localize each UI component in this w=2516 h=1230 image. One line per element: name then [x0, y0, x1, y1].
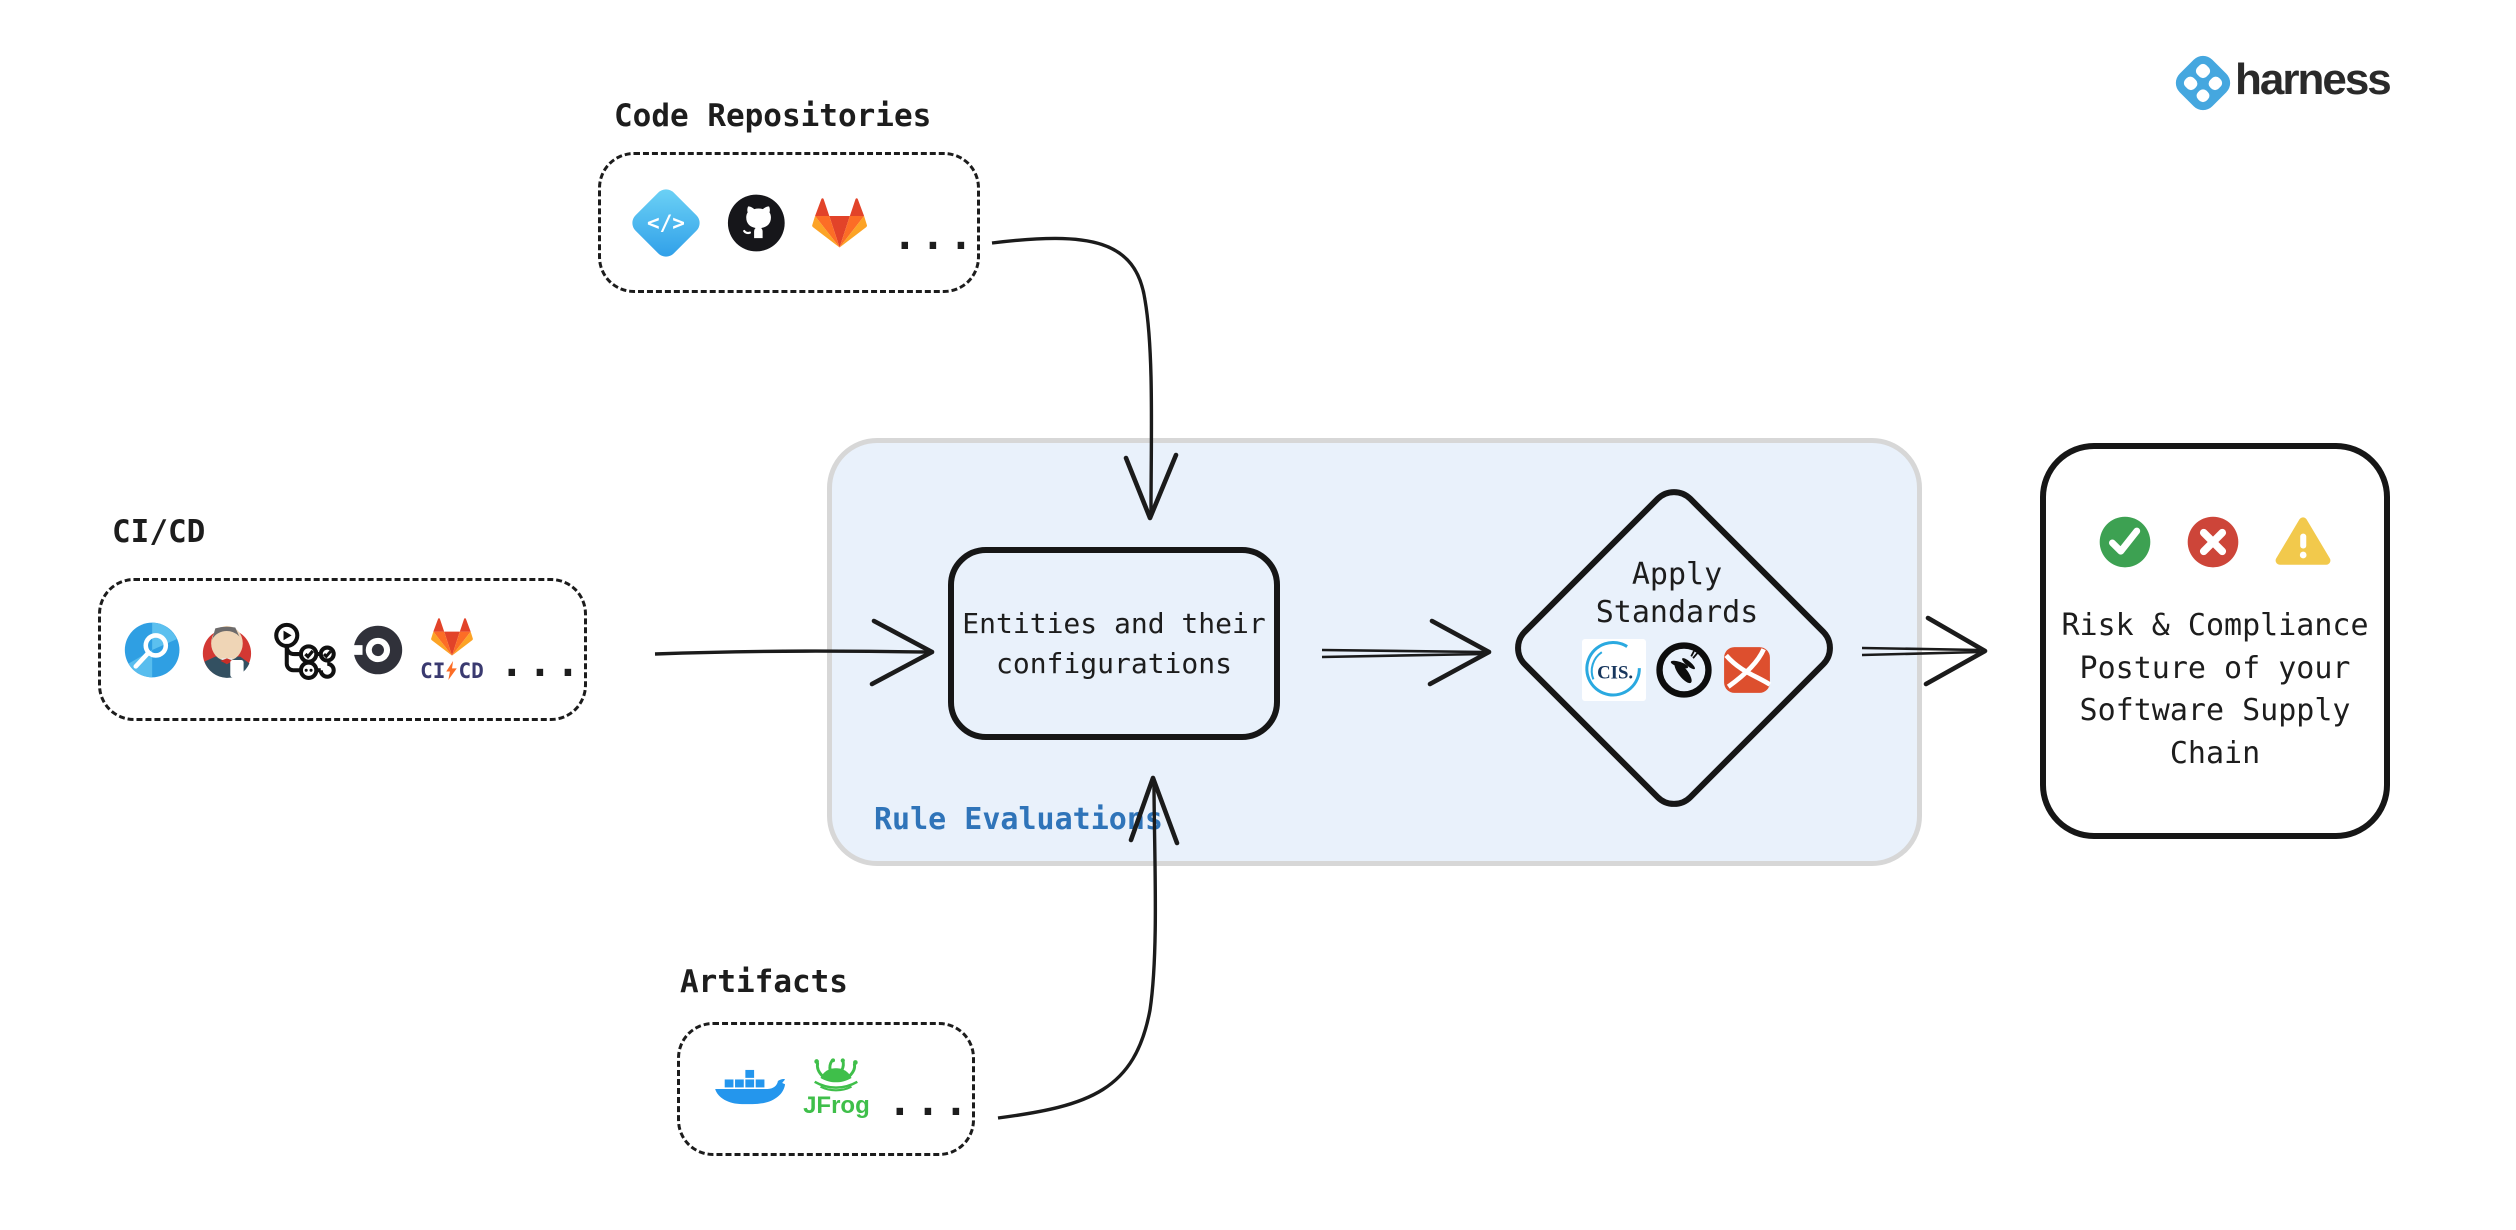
- github-icon: [727, 194, 785, 251]
- more-cicd-ellipsis: ...: [499, 639, 584, 686]
- harness-ci-icon: [124, 622, 180, 677]
- jenkins-icon: [203, 625, 252, 678]
- lightning-bolt-icon: [446, 661, 458, 680]
- cicd-box: CI CD ...: [98, 578, 587, 721]
- logo-dot: [2206, 74, 2225, 92]
- artifacts-label: Artifacts: [680, 964, 848, 1000]
- gitlab-icon: [811, 197, 867, 248]
- logo-dot: [2181, 74, 2200, 92]
- code-repo-icon: </>: [627, 184, 705, 261]
- ci-text: CI: [420, 658, 446, 683]
- jfrog-icon: JFrog: [803, 1058, 870, 1120]
- logo-dot: [2194, 86, 2212, 105]
- apply-standards-content: Apply Standards CIS.: [1537, 556, 1817, 752]
- apply-standards-line1: Apply: [1631, 557, 1723, 592]
- gitlab-fox-icon: [431, 617, 473, 656]
- logo-dot: [2194, 61, 2212, 80]
- gitlab-cicd-icon: CI CD: [420, 617, 484, 683]
- more-artifacts-ellipsis: ...: [887, 1079, 972, 1125]
- circleci-icon: [352, 625, 403, 674]
- entities-box: Entities and their configurations: [948, 547, 1280, 740]
- harness-logo-icon: [2170, 50, 2236, 116]
- risk-compliance-box: Risk & Compliance Posture of your Softwa…: [2040, 443, 2390, 839]
- status-icons-row: [2098, 515, 2332, 569]
- entities-text: Entities and their configurations: [962, 607, 1266, 680]
- apply-standards-line2: Standards: [1595, 594, 1759, 630]
- cicd-label: CI/CD: [112, 514, 206, 550]
- cis-text: CIS.: [1597, 662, 1633, 683]
- code-glyph: </>: [647, 210, 685, 235]
- jfrog-splash-icon: [814, 1058, 859, 1092]
- gitlab-cicd-text: CI CD: [420, 659, 484, 683]
- supply-chain-standard-icon: [1724, 647, 1772, 693]
- code-repositories-box: </> ...: [598, 152, 980, 293]
- cd-text: CD: [458, 658, 484, 683]
- harness-wordmark: harness: [2235, 55, 2392, 104]
- more-repos-ellipsis: ...: [892, 212, 977, 259]
- risk-compliance-text: Risk & Compliance Posture of your Softwa…: [2061, 608, 2369, 771]
- warning-icon: [2275, 517, 2331, 565]
- fail-icon: [2187, 516, 2239, 568]
- artifacts-box: JFrog ...: [677, 1022, 975, 1156]
- pass-icon: [2099, 516, 2151, 568]
- docker-icon: [715, 1069, 786, 1105]
- standards-icons-row: CIS.: [1582, 639, 1772, 701]
- code-repositories-label: Code Repositories: [614, 98, 932, 134]
- harness-logo: harness: [2170, 50, 2392, 116]
- github-actions-icon: [274, 622, 336, 680]
- rule-evaluations-label: Rule Evaluations: [874, 802, 1163, 837]
- jfrog-wordmark: JFrog: [803, 1092, 870, 1119]
- owasp-icon: [1656, 642, 1712, 698]
- cis-icon: CIS.: [1582, 639, 1646, 701]
